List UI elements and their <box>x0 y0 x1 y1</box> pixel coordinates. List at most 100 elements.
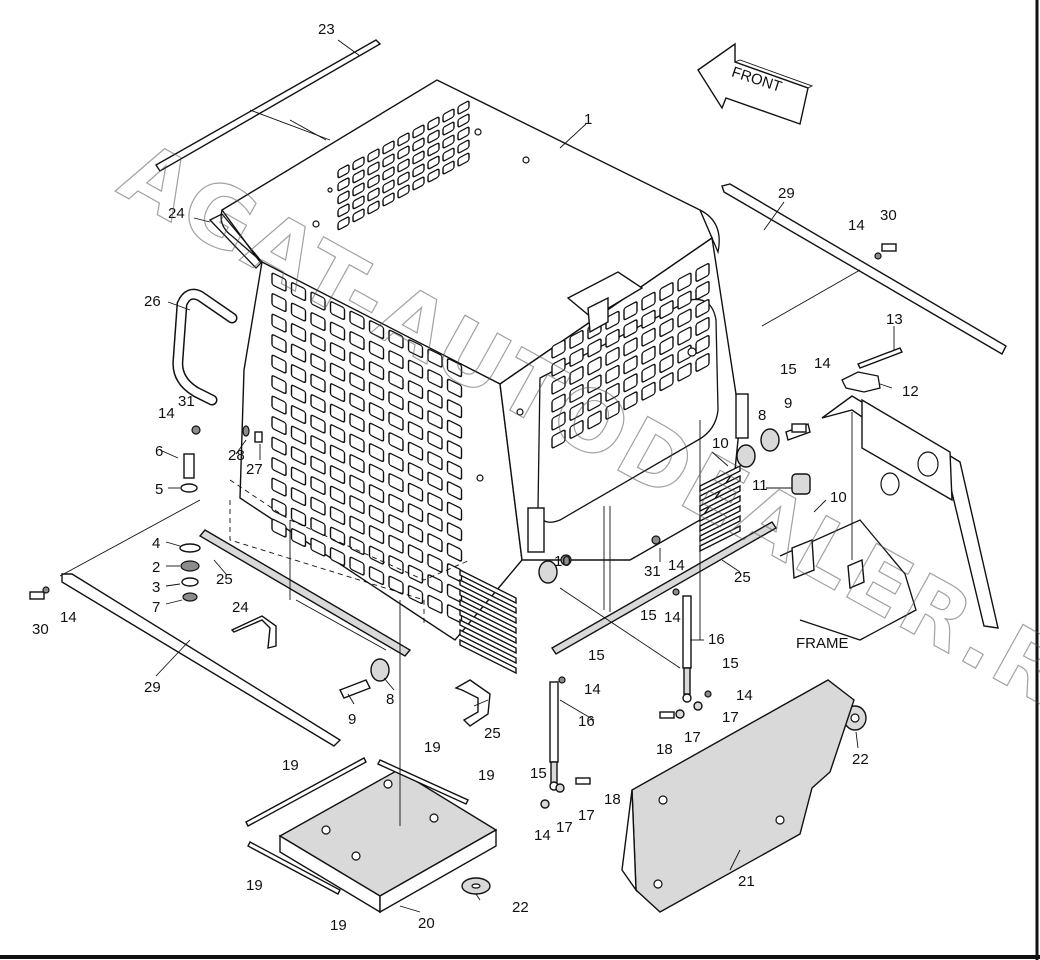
vent-cell <box>388 514 404 534</box>
vent-cell <box>551 375 566 395</box>
vent-cell <box>427 594 443 614</box>
callout-c18a: 18 <box>656 741 673 758</box>
vent-cell <box>695 317 710 336</box>
vent-cell <box>388 575 404 595</box>
vent-cell <box>271 498 287 518</box>
vent-cell <box>446 460 463 480</box>
vent-cell <box>569 348 584 367</box>
vent-cell <box>310 312 326 332</box>
callout-c15a: 15 <box>780 361 797 378</box>
vent-cell <box>457 126 470 141</box>
clip-24-top <box>208 213 263 269</box>
vent-cell <box>310 291 326 311</box>
vent-cell <box>427 512 443 532</box>
vent-cell <box>446 358 463 378</box>
vent-cell <box>310 537 326 557</box>
callout-c8b: 8 <box>758 407 766 424</box>
vent-slot <box>459 628 517 665</box>
vent-cell <box>407 482 424 502</box>
vent-cell <box>368 504 385 524</box>
callout-c26: 26 <box>144 293 161 310</box>
vent-cell <box>623 391 638 411</box>
bolt-30-right <box>874 243 897 260</box>
vent-cell <box>290 384 307 404</box>
vent-cell <box>677 326 692 346</box>
vent-cell <box>442 147 455 162</box>
vent-cell <box>427 168 440 183</box>
callout-c25b: 25 <box>484 725 501 742</box>
vent-cell <box>368 381 385 401</box>
vent-cell <box>587 392 602 412</box>
vent-cell <box>605 346 620 366</box>
vent-cell <box>569 402 584 421</box>
vent-slot <box>459 608 517 645</box>
vent-cell <box>310 455 326 475</box>
strip-19-b <box>377 759 469 805</box>
mount-10-lower <box>538 554 572 584</box>
callout-c14b: 14 <box>60 609 77 626</box>
vent-cell <box>659 300 674 320</box>
vent-cell <box>349 331 365 351</box>
callout-c17c: 17 <box>684 729 701 746</box>
callout-c28: 28 <box>228 447 245 464</box>
vent-cell <box>368 340 385 360</box>
vent-cell <box>457 152 470 167</box>
vent-cell <box>388 391 404 411</box>
callout-c15e: 15 <box>530 765 547 782</box>
callout-c23: 23 <box>318 21 335 38</box>
vent-cell <box>551 393 566 413</box>
vent-cell <box>349 454 365 474</box>
vent-cell <box>407 544 424 564</box>
vent-cell <box>407 339 424 359</box>
vent-cell <box>659 336 674 356</box>
vent-cell <box>641 309 656 329</box>
vent-cell <box>329 526 346 546</box>
vent-cell <box>442 134 455 149</box>
vent-cell <box>427 471 443 491</box>
callout-c13: 13 <box>886 311 903 328</box>
callout-c6: 6 <box>155 443 163 460</box>
vent-cell <box>427 574 443 594</box>
callout-c4: 4 <box>152 535 160 552</box>
callout-c14a: 14 <box>158 405 175 422</box>
vent-cell <box>677 362 692 382</box>
vent-cell <box>407 462 424 482</box>
vent-cell <box>695 281 710 300</box>
bolt-28-27 <box>242 425 263 443</box>
vent-cell <box>446 419 463 439</box>
callout-c5: 5 <box>155 481 163 498</box>
vent-cell <box>397 184 410 199</box>
vent-cell <box>427 389 443 409</box>
callout-c16b: 16 <box>708 631 725 648</box>
callout-c19c: 19 <box>478 767 495 784</box>
callout-c22b: 22 <box>852 751 869 768</box>
vent-cell <box>407 400 424 420</box>
vent-cell <box>349 351 365 371</box>
vent-cell <box>407 585 424 605</box>
roof-vent-grid <box>337 100 470 231</box>
vent-cell <box>310 476 326 496</box>
vent-cell <box>551 339 566 359</box>
vent-cell <box>271 313 287 333</box>
vent-cell <box>388 452 404 472</box>
vent-cell <box>271 416 287 436</box>
vent-cell <box>367 200 380 215</box>
vent-cell <box>623 337 638 357</box>
callout-c14i: 14 <box>534 827 551 844</box>
vent-cell <box>290 364 307 384</box>
vent-cell <box>349 310 365 330</box>
callout-c14c: 14 <box>848 217 865 234</box>
callout-c9a: 9 <box>348 711 356 728</box>
vent-cell <box>382 140 395 155</box>
vent-cell <box>397 171 410 186</box>
callout-c15c: 15 <box>588 647 605 664</box>
callout-c25a: 25 <box>216 571 233 588</box>
vent-cell <box>397 158 410 173</box>
callout-c2: 2 <box>152 559 160 576</box>
vent-cell <box>605 400 620 420</box>
vent-cell <box>367 161 380 176</box>
vent-cell <box>427 430 443 450</box>
